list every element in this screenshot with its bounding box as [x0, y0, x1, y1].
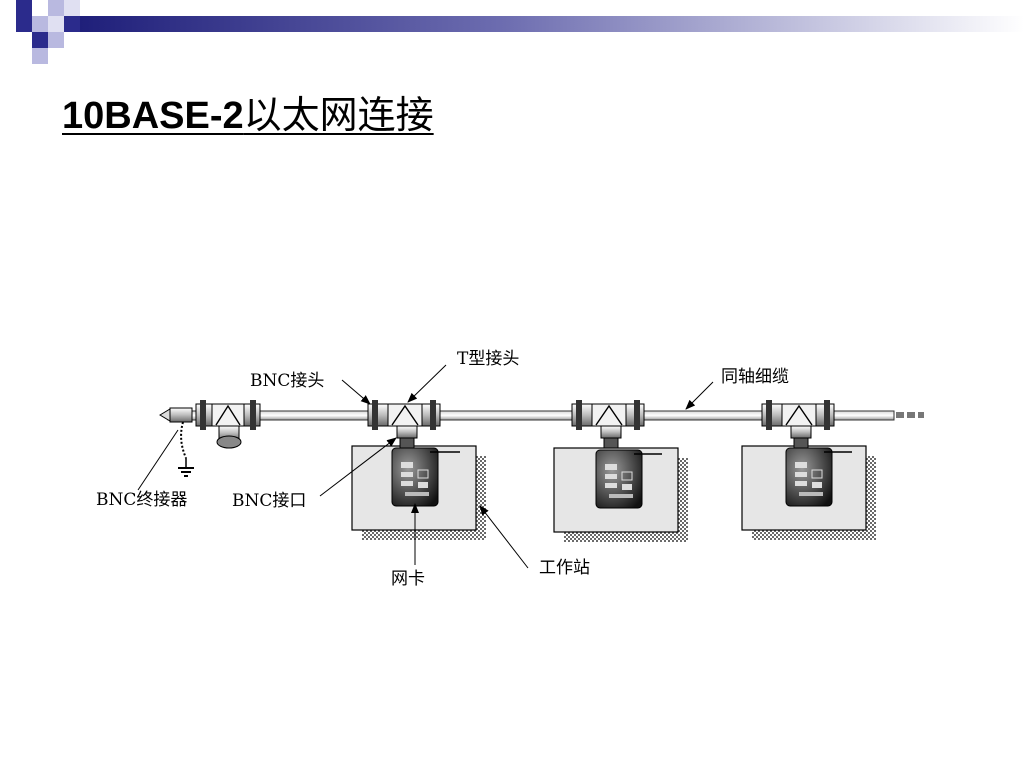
header-square	[48, 0, 64, 16]
label-workstation: 工作站	[539, 558, 590, 578]
header-square	[48, 16, 64, 32]
label-coax-cable: 同轴细缆	[721, 367, 789, 387]
label-t-connector: T型接头	[457, 349, 519, 369]
header-square	[16, 16, 32, 32]
label-bnc-connector: BNC接头	[250, 371, 324, 391]
header-square	[64, 16, 80, 32]
header-square	[64, 0, 80, 16]
arrow-bnc-terminator	[137, 429, 179, 491]
header-square	[48, 32, 64, 48]
header-square	[32, 16, 48, 32]
header-square	[32, 48, 48, 64]
header-decoration	[0, 0, 1024, 64]
t-connector-0	[195, 400, 261, 449]
slide-title-suffix: 以太网连接	[243, 93, 434, 137]
label-nic: 网卡	[391, 569, 425, 589]
header-gradient-band	[80, 16, 1024, 32]
arrow-coax-cable	[685, 381, 714, 410]
t-connector-1	[367, 400, 441, 449]
nic-1	[391, 447, 460, 507]
arrow-workstation	[479, 505, 529, 569]
nic-2	[595, 449, 662, 509]
label-bnc-terminator: BNC终接器	[96, 490, 187, 510]
t-connector-3	[761, 400, 835, 449]
nic-3	[785, 447, 852, 507]
bnc-terminator	[159, 407, 194, 477]
slide-title-prefix: 10BASE-2	[62, 95, 244, 137]
header-square	[32, 32, 48, 48]
header-square	[0, 0, 16, 16]
label-bnc-port: BNC接口	[232, 491, 306, 511]
callout-arrows	[137, 364, 714, 569]
slide-title: 10BASE-2以太网连接	[62, 84, 434, 139]
header-square	[16, 0, 32, 16]
arrow-bnc-connector	[341, 379, 371, 405]
arrow-bnc-port	[319, 437, 397, 497]
t-connector-2	[571, 400, 645, 449]
arrow-t-connector	[407, 364, 447, 403]
